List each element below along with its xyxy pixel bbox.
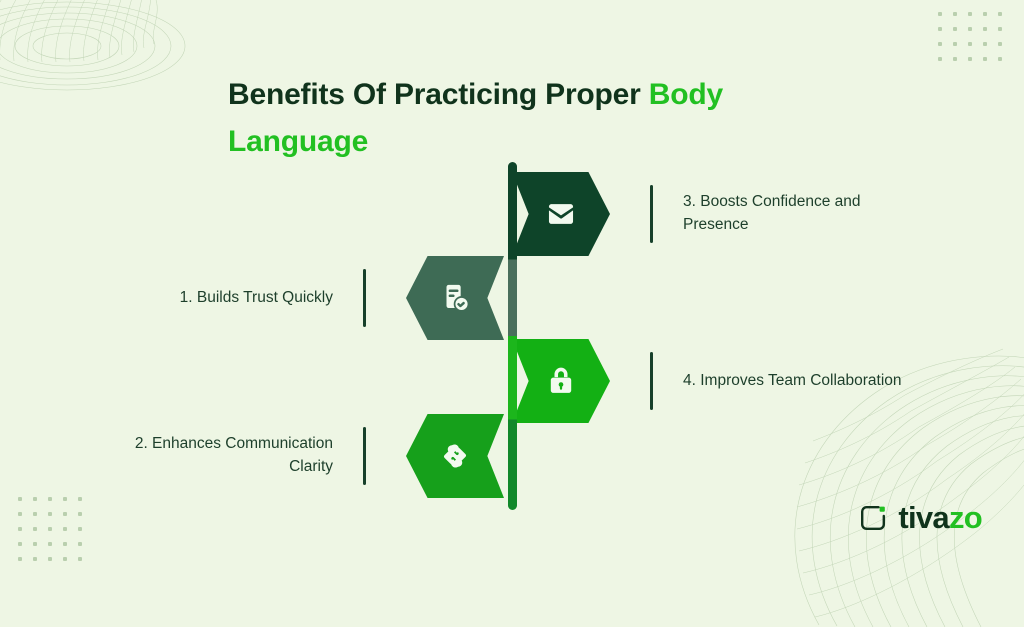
page-title-line1-accent: Body [648, 78, 723, 111]
mail-icon [548, 204, 574, 224]
lock-icon [550, 367, 572, 393]
benefit-label-1: 1. Builds Trust Quickly [179, 288, 333, 306]
page-title-line1-dark: Benefits Of Practicing Proper [228, 78, 649, 111]
mesh-decoration-top-left [0, 0, 186, 91]
benefit-divider-2 [363, 427, 366, 485]
benefit-label-4: 4. Improves Team Collaboration [683, 371, 902, 389]
benefit-arrow-3[interactable] [512, 172, 610, 256]
benefit-row-4: 4. Improves Team Collaboration [508, 338, 902, 424]
benefit-row-2: 2. Enhances Communication Clarity [103, 413, 508, 499]
benefit-label-2: 2. Enhances Communication Clarity [134, 435, 333, 475]
benefit-arrow-1[interactable] [406, 256, 504, 340]
timeline-spine [508, 162, 517, 510]
benefit-row-1: 1. Builds Trust Quickly [180, 255, 508, 341]
benefit-divider-3 [650, 185, 653, 243]
benefit-arrow-4[interactable] [512, 339, 610, 423]
document-check-icon [446, 284, 468, 311]
dot-grid-top-right [938, 12, 1002, 61]
benefit-divider-4 [650, 352, 653, 410]
dot-grid-bottom-left [18, 497, 82, 561]
logo-text-accent: zo [948, 500, 983, 535]
benefit-row-3: 3. Boosts Confidence and Presence [508, 171, 913, 257]
page-title: Benefits Of Practicing Proper Body Langu… [228, 72, 868, 166]
benefit-label-3: 3. Boosts Confidence and Presence [683, 193, 861, 233]
logo: tivazo [859, 502, 983, 533]
benefit-divider-1 [363, 269, 366, 327]
handshake-icon [444, 444, 466, 468]
logo-text: tivazo [898, 502, 982, 533]
benefit-arrow-2[interactable] [406, 414, 504, 498]
rounded-square-bracket-icon [861, 505, 886, 530]
logo-text-dark: tiva [898, 500, 949, 535]
page-title-line2-accent: Language [228, 124, 369, 158]
